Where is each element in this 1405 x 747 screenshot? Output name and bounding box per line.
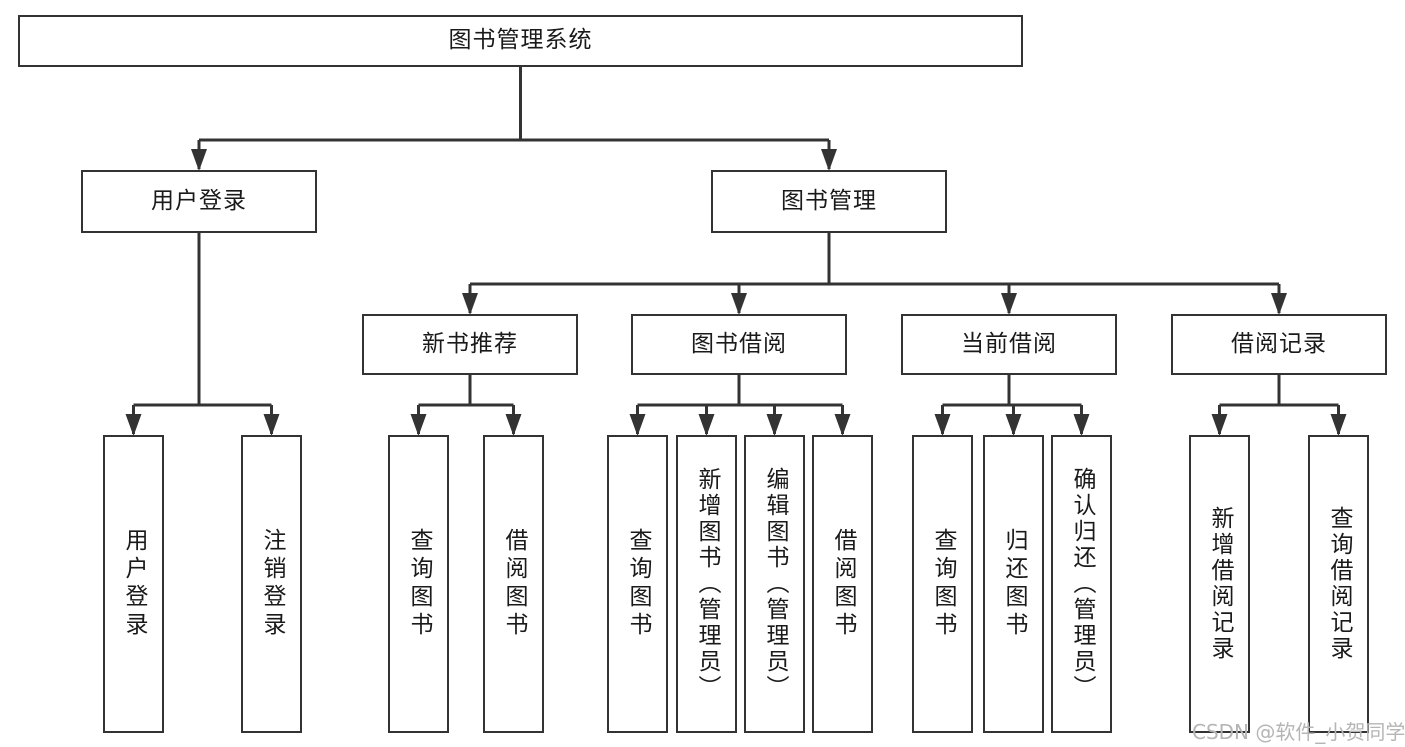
node-leaf-add-rec[interactable]: 新增借阅记录 bbox=[1189, 435, 1250, 733]
node-leaf-confirm[interactable]: 确认归还（管理员） bbox=[1051, 435, 1112, 733]
node-leaf-return[interactable]: 归还图书 bbox=[983, 435, 1044, 733]
node-book-manage[interactable]: 图书管理 bbox=[711, 170, 947, 233]
node-label: 新增借阅记录 bbox=[1207, 506, 1233, 662]
node-label: 查询图书 bbox=[625, 528, 651, 640]
node-label: 借阅记录 bbox=[1231, 330, 1327, 357]
node-leaf-logout[interactable]: 注销登录 bbox=[241, 435, 302, 733]
node-leaf-borrow2[interactable]: 借阅图书 bbox=[812, 435, 873, 733]
node-leaf-query-rec[interactable]: 查询借阅记录 bbox=[1308, 435, 1369, 733]
watermark-text: CSDN @软件_小贺同学 bbox=[1192, 720, 1405, 744]
node-label: 归还图书 bbox=[1001, 528, 1027, 640]
node-label: 借阅图书 bbox=[830, 528, 856, 640]
node-book-borrow[interactable]: 图书借阅 bbox=[631, 314, 847, 375]
node-leaf-login[interactable]: 用户登录 bbox=[103, 435, 164, 733]
node-label: 用户登录 bbox=[151, 187, 247, 214]
node-label: 查询借阅记录 bbox=[1326, 506, 1352, 662]
node-label: 借阅图书 bbox=[501, 528, 527, 640]
node-leaf-query1[interactable]: 查询图书 bbox=[388, 435, 449, 733]
node-label: 图书管理系统 bbox=[448, 27, 593, 54]
node-leaf-query2[interactable]: 查询图书 bbox=[607, 435, 668, 733]
node-root[interactable]: 图书管理系统 bbox=[18, 15, 1023, 67]
node-leaf-query3[interactable]: 查询图书 bbox=[912, 435, 973, 733]
node-new-book-rec[interactable]: 新书推荐 bbox=[362, 314, 578, 375]
node-user-login[interactable]: 用户登录 bbox=[81, 170, 317, 233]
node-leaf-add-book[interactable]: 新增图书（管理员） bbox=[676, 435, 737, 733]
node-label: 新书推荐 bbox=[422, 330, 518, 357]
node-borrow-record[interactable]: 借阅记录 bbox=[1171, 314, 1387, 375]
node-leaf-borrow1[interactable]: 借阅图书 bbox=[483, 435, 544, 733]
node-current-borrow[interactable]: 当前借阅 bbox=[901, 314, 1117, 375]
node-label: 查询图书 bbox=[406, 528, 432, 640]
node-leaf-edit-book[interactable]: 编辑图书（管理员） bbox=[744, 435, 805, 733]
node-label: 图书管理 bbox=[781, 187, 877, 214]
node-label: 当前借阅 bbox=[961, 330, 1057, 357]
node-label: 注销登录 bbox=[259, 528, 285, 640]
node-label: 用户登录 bbox=[121, 528, 147, 640]
node-label: 查询图书 bbox=[930, 528, 956, 640]
node-label: 确认归还（管理员） bbox=[1069, 467, 1095, 701]
node-label: 图书借阅 bbox=[691, 330, 787, 357]
node-label: 编辑图书（管理员） bbox=[762, 467, 788, 701]
node-label: 新增图书（管理员） bbox=[694, 467, 720, 701]
